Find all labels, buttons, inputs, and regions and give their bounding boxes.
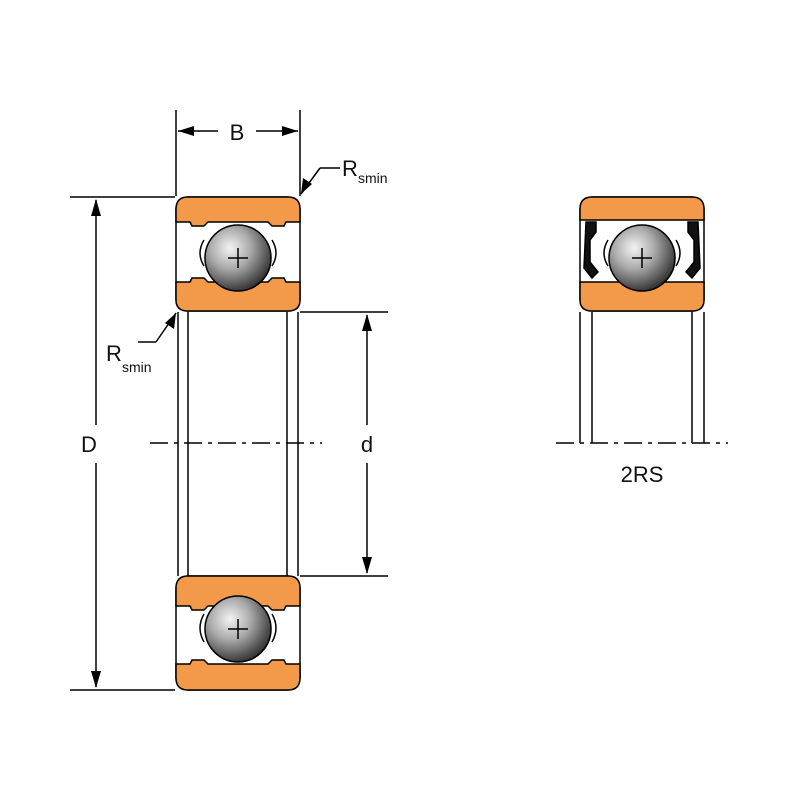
label-width-b: B	[230, 120, 245, 145]
dim-D-arrow-top	[91, 199, 101, 216]
bottom-inner-ring	[175, 575, 301, 611]
rs-outer-ring	[579, 196, 705, 221]
label-rsmin-left: R smin	[106, 341, 152, 375]
dim-d-arrow-top	[362, 314, 372, 331]
rs-cage-left	[603, 239, 609, 267]
bearing-section-main	[150, 196, 322, 691]
dim-d-arrow-bottom	[362, 557, 372, 574]
rs-cage-right	[675, 239, 681, 267]
top-inner-ring	[175, 277, 301, 312]
dimension-lines	[70, 110, 388, 691]
bearing-section-2rs	[556, 196, 728, 444]
label-rsmin-top: R smin	[342, 156, 388, 186]
label-rsmin-left-sub: smin	[122, 359, 152, 375]
label-outer-diameter: D	[81, 432, 97, 457]
top-cage-right	[271, 239, 277, 267]
dim-D-arrow-bottom	[91, 671, 101, 688]
label-variant-2rs: 2RS	[621, 462, 664, 487]
rs-inner-ring	[579, 281, 705, 312]
bottom-ring-section	[175, 575, 301, 691]
bottom-cage-right	[271, 613, 277, 643]
top-ring-section	[175, 196, 301, 312]
dim-b-arrow-right	[282, 126, 298, 136]
label-rsmin-top-r: R	[342, 156, 358, 181]
top-outer-ring	[175, 196, 301, 227]
dim-b-arrow-left	[178, 126, 194, 136]
rs-seal-left	[583, 221, 600, 280]
label-rsmin-top-sub: smin	[358, 170, 388, 186]
top-cage-left	[199, 239, 205, 267]
rsmin-left-arrow	[165, 313, 176, 329]
label-bore-diameter: d	[361, 432, 373, 457]
rs-seal-right	[684, 221, 701, 280]
label-rsmin-left-r: R	[106, 341, 122, 366]
rsmin-top-arrow	[301, 178, 312, 194]
bottom-outer-ring	[175, 659, 301, 691]
bottom-cage-left	[199, 613, 205, 643]
